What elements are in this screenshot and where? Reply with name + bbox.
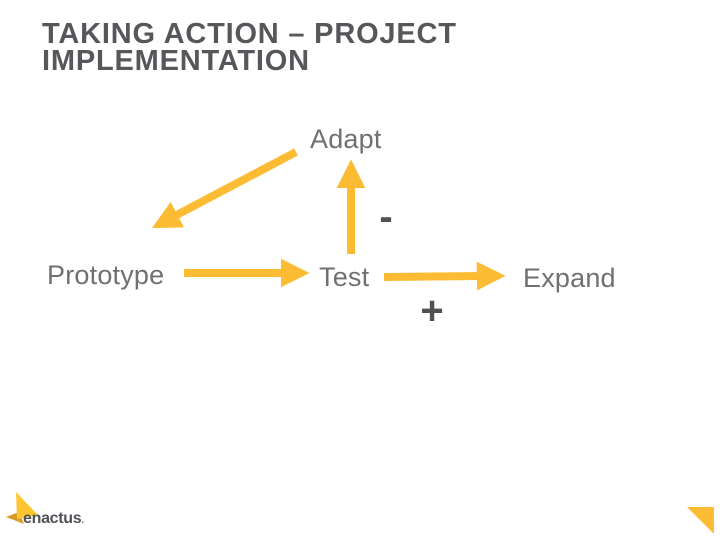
slide-title-line1: TAKING ACTION – PROJECT xyxy=(42,18,457,50)
node-label-adapt: Adapt xyxy=(310,124,382,154)
minus-sign: - xyxy=(379,194,393,239)
arrow-adapt-to-prototype xyxy=(151,148,298,229)
slide-title: TAKING ACTION – PROJECT IMPLEMENTATION xyxy=(42,18,532,77)
enactus-wordmark-dot: . xyxy=(81,515,84,525)
enactus-wordmark: enactus. xyxy=(23,510,84,528)
node-label-expand: Expand xyxy=(523,263,616,293)
node-label-test: Test xyxy=(319,262,370,292)
enactus-wordmark-text: enactus xyxy=(23,510,82,527)
enactus-arrow-icon xyxy=(6,492,38,524)
arrow-test-to-expand xyxy=(383,261,506,291)
slide-title-line2: IMPLEMENTATION xyxy=(42,45,310,77)
enactus-logo: enactus. xyxy=(0,488,160,536)
plus-sign: + xyxy=(420,288,444,333)
node-label-prototype: Prototype xyxy=(47,260,165,290)
